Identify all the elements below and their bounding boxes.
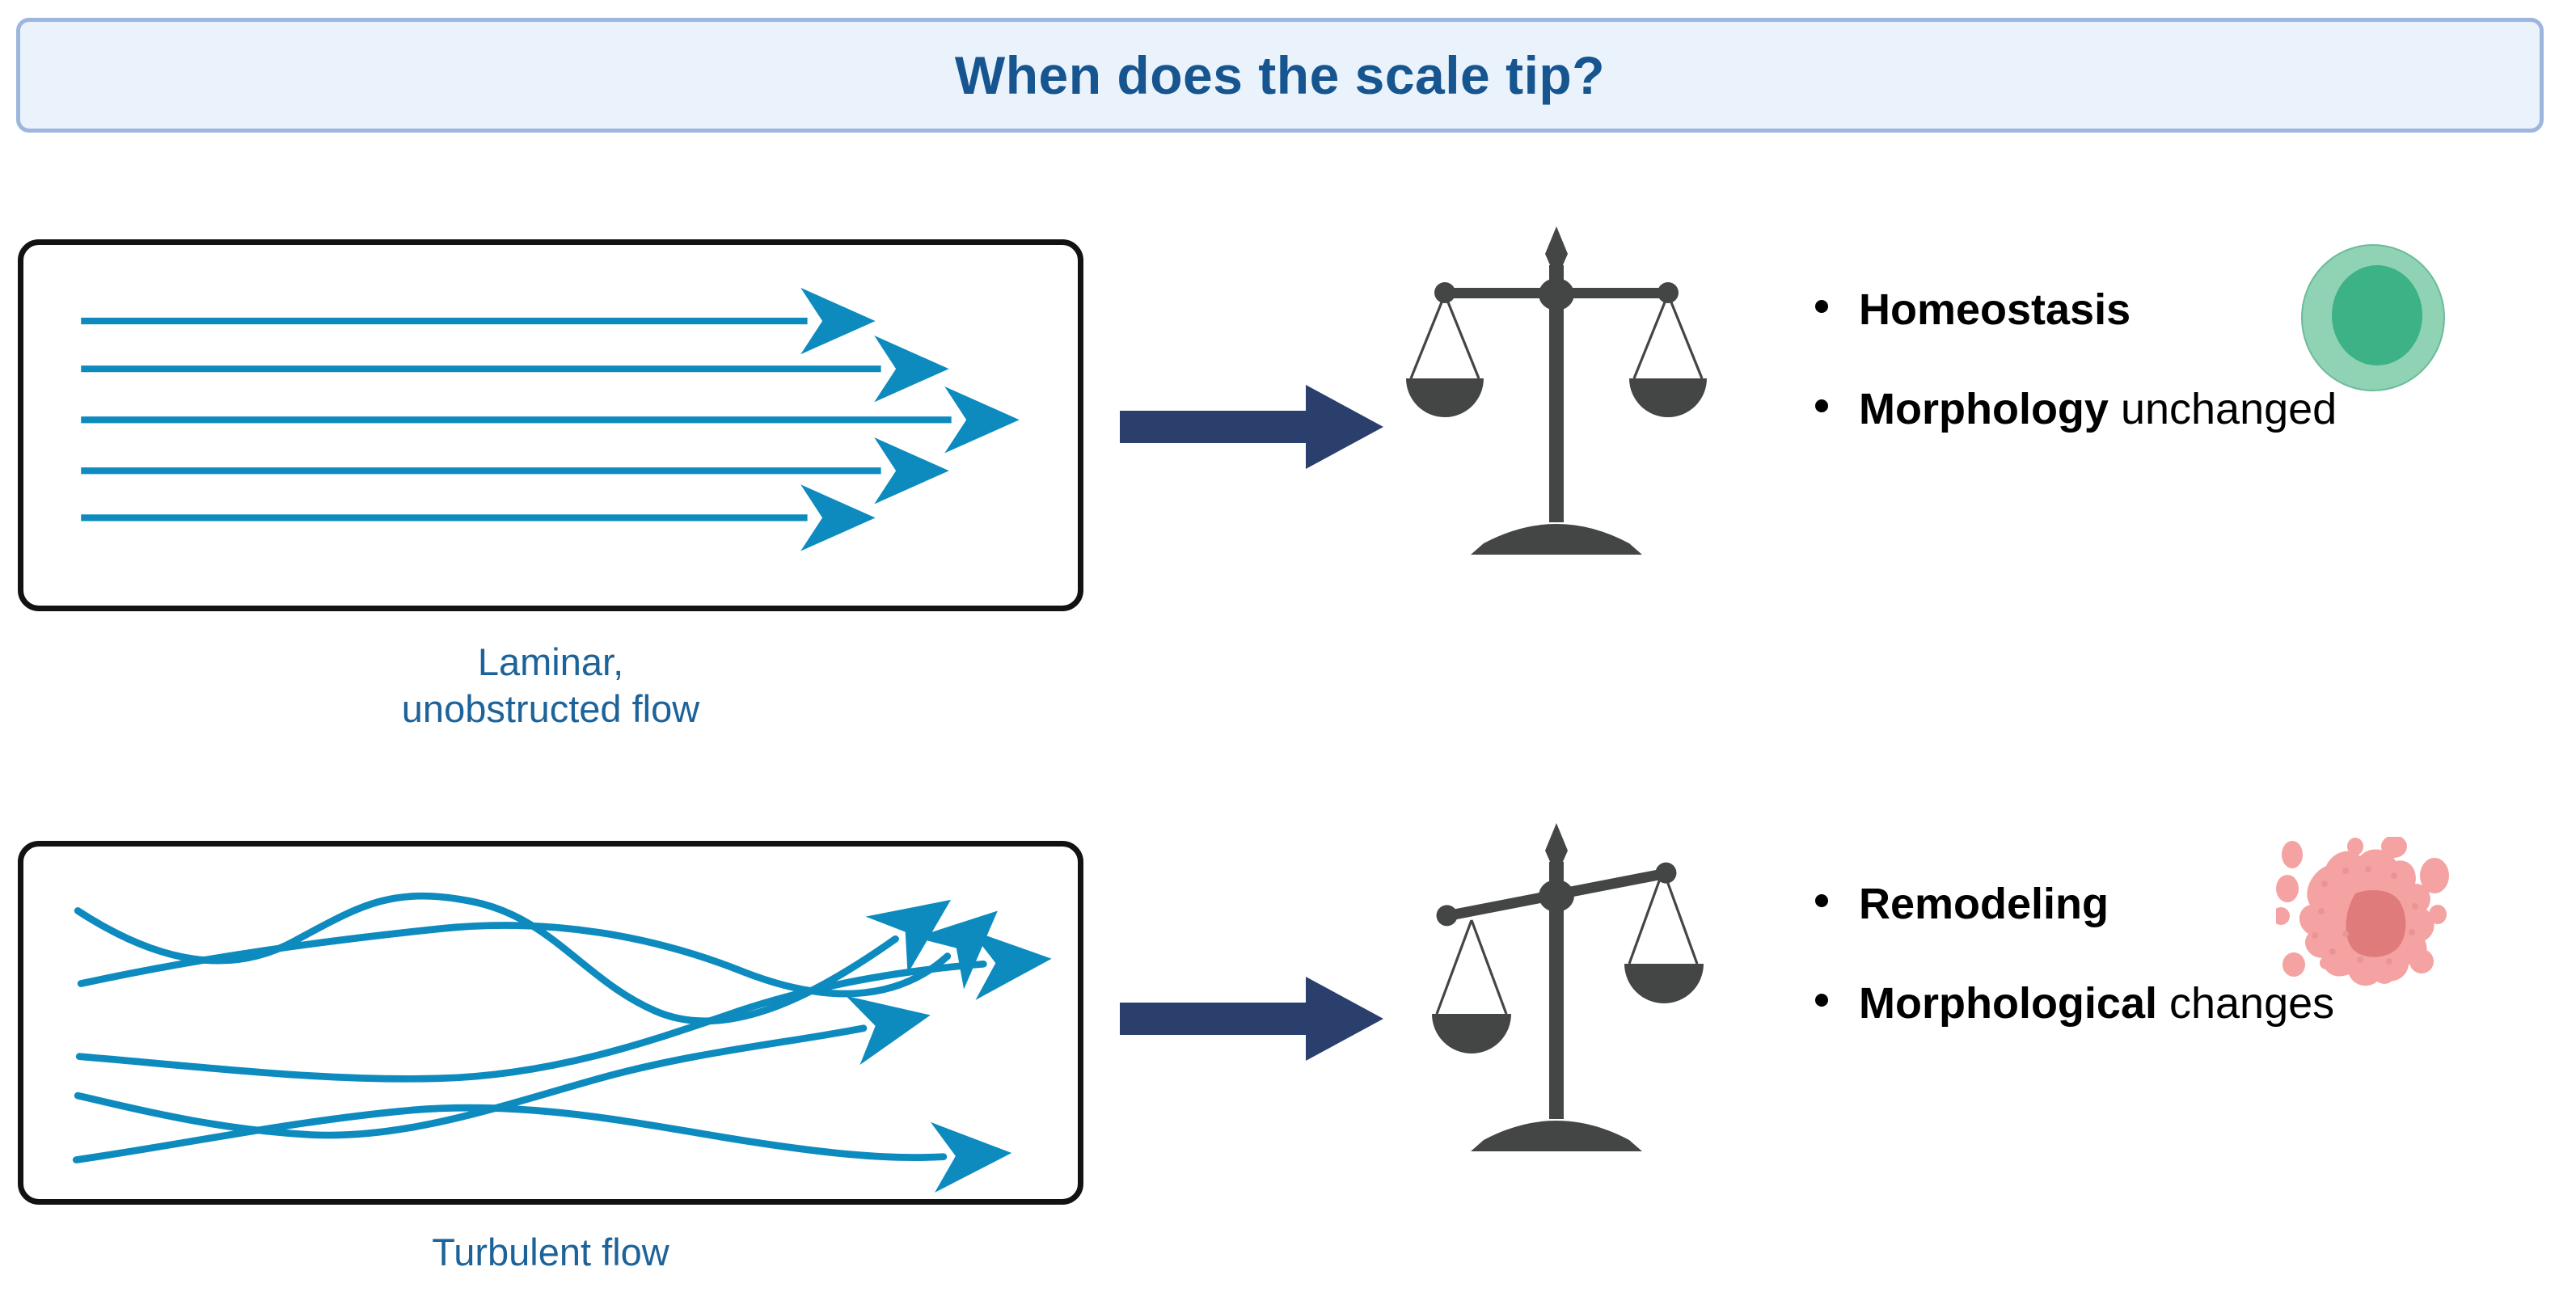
laminar-caption-line2: unobstructed flow [401, 687, 700, 731]
list-item: Remodeling [1815, 881, 2543, 927]
outcome-list-homeostasis: Homeostasis Morphology unchanged [1815, 287, 2543, 485]
turbulent-flow-box [18, 841, 1083, 1205]
turbulent-flow-diagram [72, 892, 1052, 1193]
bullet-dot-icon [1815, 894, 1828, 907]
scale-pan-left-loaded [1432, 1014, 1511, 1054]
healthy-cell-icon [2301, 244, 2445, 391]
turbulent-streamline-5 [72, 1104, 1012, 1193]
bullet-label: Morphology unchanged [1859, 386, 2337, 433]
bullet-bold-text: Morphological [1859, 978, 2157, 1028]
bullet-dot-icon [1815, 993, 1828, 1007]
cell-nucleus [2346, 890, 2406, 957]
remodeled-cell-icon [2276, 837, 2449, 986]
bullet-bold-text: Remodeling [1859, 880, 2109, 928]
turbulent-flow-caption: Turbulent flow [18, 1229, 1083, 1276]
laminar-to-outcome-arrow-icon [1120, 385, 1383, 469]
outcome-list-remodeling: Remodeling Morphological changes [1815, 881, 2543, 1079]
turbulent-streamline-3 [75, 929, 1052, 1083]
bullet-label: Homeostasis [1859, 287, 2130, 333]
turbulent-streamline-4 [74, 995, 931, 1139]
list-item: Morphology unchanged [1815, 386, 2543, 433]
bullet-normal-text: changes [2156, 978, 2335, 1028]
title-banner: When does the scale tip? [16, 18, 2544, 133]
turbulent-caption-line1: Turbulent flow [432, 1231, 669, 1273]
turbulent-streamline-1 [74, 892, 952, 1025]
bullet-dot-icon [1815, 300, 1828, 313]
list-item: Morphological changes [1815, 978, 2543, 1028]
laminar-flow-box [18, 239, 1083, 611]
bullet-normal-text: unchanged [2108, 384, 2337, 433]
balanced-scale-icon [1406, 226, 1707, 555]
turbulent-streamline-2 [77, 910, 998, 998]
bullet-bold-text: Homeostasis [1859, 285, 2131, 334]
bullet-dot-icon [1815, 399, 1828, 412]
list-item: Homeostasis [1815, 287, 2543, 333]
bullet-label: Morphological changes [1859, 978, 2335, 1028]
scale-pan-right-raised [1624, 964, 1704, 1003]
laminar-caption-line1: Laminar, [477, 640, 624, 683]
tipped-scale-icon [1432, 823, 1704, 1151]
bullet-bold-text: Morphology [1859, 384, 2109, 433]
bullet-label: Remodeling [1859, 881, 2109, 927]
cell-granules [2312, 866, 2418, 965]
page-title: When does the scale tip? [954, 45, 1606, 105]
turbulent-to-outcome-arrow-icon [1120, 977, 1383, 1061]
cell-vesicles [2276, 837, 2449, 984]
scale-pan-left [1406, 378, 1484, 417]
laminar-flow-diagram [81, 287, 1020, 551]
scale-pan-right [1629, 378, 1707, 417]
laminar-flow-caption: Laminar, unobstructed flow [18, 639, 1083, 733]
